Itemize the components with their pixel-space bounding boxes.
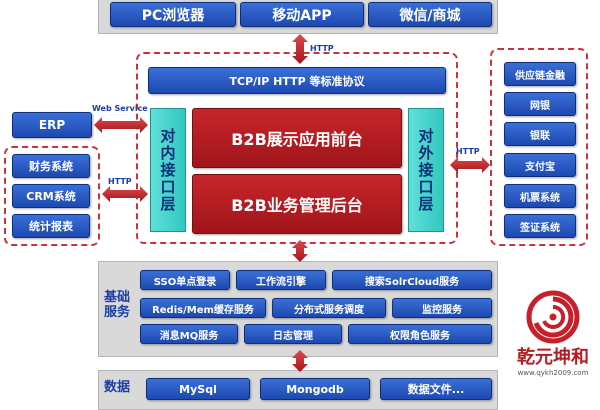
finance-system: 财务系统: [12, 154, 90, 178]
external-api-layer: 对外接口层: [408, 108, 444, 232]
statistics-report: 统计报表: [12, 214, 90, 238]
cache-service: Redis/Mem缓存服务: [140, 298, 266, 318]
protocol-bar: TCP/IP HTTP 等标准协议: [148, 67, 446, 94]
air-ticket-system: 机票系统: [504, 184, 576, 208]
b2b-back-platform: B2B业务管理后台: [192, 174, 402, 234]
distributed-scheduling: 分布式服务调度: [272, 298, 386, 318]
client-pc-browser: PC浏览器: [110, 2, 236, 27]
arrow-client-protocol: [292, 34, 308, 64]
crm-system: CRM系统: [12, 184, 90, 208]
arrow-erp-internal: [94, 117, 148, 133]
unionpay: 银联: [504, 122, 576, 146]
right-systems-container: [490, 48, 588, 246]
solrcloud-search-service: 搜索SolrCloud服务: [332, 270, 492, 290]
b2b-front-platform: B2B展示应用前台: [192, 108, 402, 168]
logo-url: www.qykh2009.com: [517, 369, 589, 377]
http-label-top: HTTP: [310, 44, 334, 53]
erp-box: ERP: [12, 112, 92, 138]
client-wechat-mall: 微信/商城: [368, 2, 492, 27]
spiral-logo-icon: [526, 290, 580, 344]
client-mobile-app: 移动APP: [240, 2, 364, 27]
logo-name: 乾元坤和: [517, 347, 589, 368]
log-management: 日志管理: [244, 324, 342, 344]
data-files-store: 数据文件...: [380, 378, 492, 400]
supply-chain-finance: 供应链金融: [504, 62, 576, 86]
arrow-core-services: [292, 240, 308, 262]
sso-service: SSO单点登录: [140, 270, 230, 290]
connector-arrows: [94, 34, 490, 372]
workflow-engine: 工作流引擎: [236, 270, 326, 290]
online-banking: 网银: [504, 92, 576, 116]
internal-api-layer: 对内接口层: [150, 108, 186, 232]
base-services-title: 基础服务: [104, 290, 131, 320]
web-service-label: Web Service: [92, 104, 148, 113]
http-label-right: HTTP: [456, 147, 480, 156]
arrow-left-systems-internal: [102, 186, 148, 202]
data-title: 数据: [104, 380, 131, 395]
monitoring-service: 监控服务: [392, 298, 492, 318]
mongodb-store: Mongodb: [260, 378, 370, 400]
alipay: 支付宝: [504, 153, 576, 177]
mq-service: 消息MQ服务: [140, 324, 238, 344]
arrow-external-right-systems: [450, 157, 490, 173]
arrow-services-data: [292, 350, 308, 372]
http-label-left: HTTP: [108, 177, 132, 186]
visa-system: 签证系统: [504, 214, 576, 238]
company-logo: 乾元坤和 www.qykh2009.com: [510, 290, 596, 382]
left-systems-container: [4, 146, 100, 246]
permission-role-service: 权限角色服务: [348, 324, 492, 344]
